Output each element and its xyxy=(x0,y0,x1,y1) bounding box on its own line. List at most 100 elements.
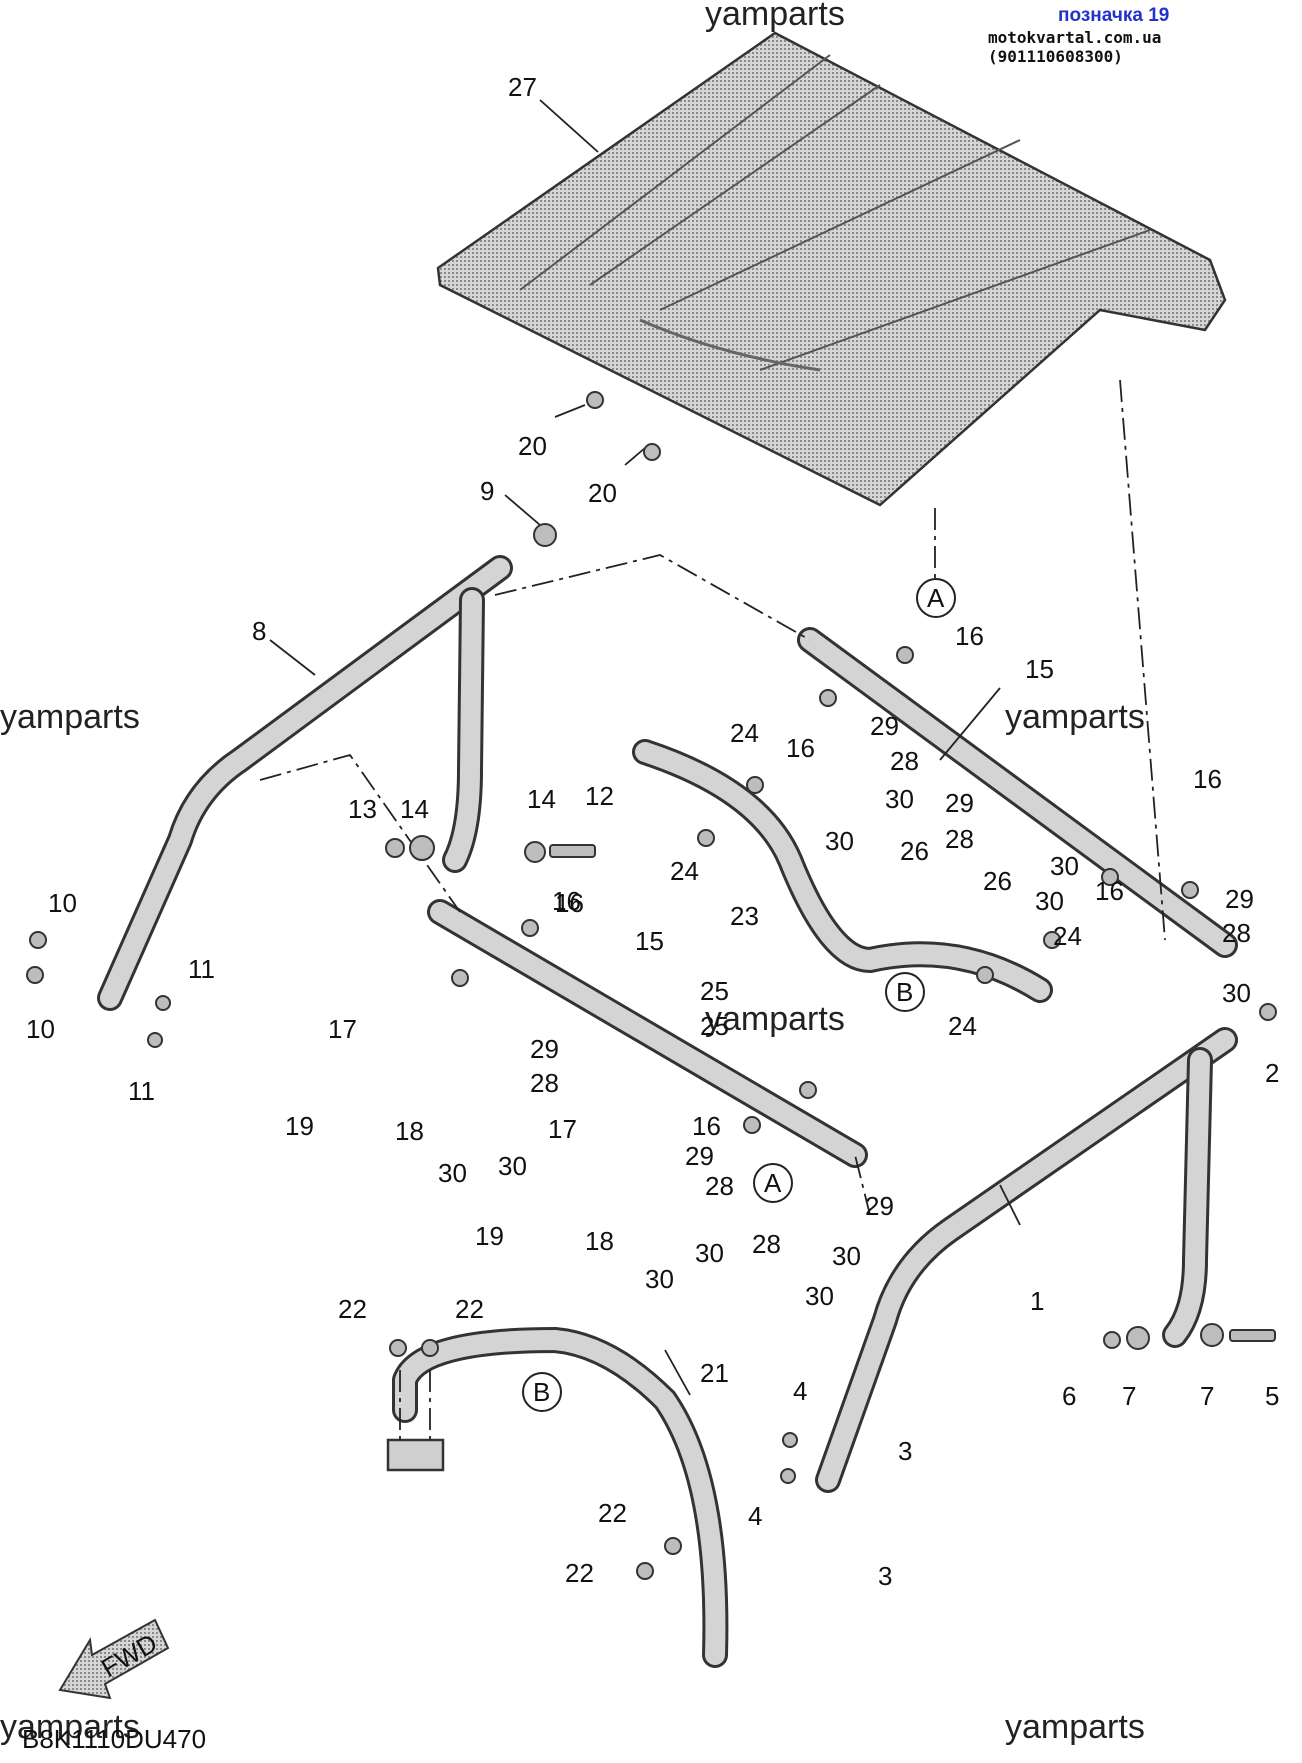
callout-number: 13 xyxy=(348,794,377,824)
drawing-code: B8K1110DU470 xyxy=(22,1724,206,1754)
callout-number: 3 xyxy=(878,1561,892,1591)
callout-number: 24 xyxy=(948,1011,977,1041)
callout-number: 17 xyxy=(548,1114,577,1144)
callout-number: 10 xyxy=(48,888,77,918)
callout-number: 28 xyxy=(890,746,919,776)
callout-number: 4 xyxy=(793,1376,807,1406)
cap-part-9 xyxy=(533,523,557,547)
callout-number: 30 xyxy=(498,1151,527,1181)
callout-number: 16 xyxy=(786,733,815,763)
callout-number: 20 xyxy=(588,478,617,508)
callout-number: 10 xyxy=(26,1014,55,1044)
callout-number: 22 xyxy=(598,1498,627,1528)
callout-number: 4 xyxy=(748,1501,762,1531)
reference-badge: A xyxy=(764,1168,782,1198)
callout-number: 7 xyxy=(1200,1381,1214,1411)
callout-number: 28 xyxy=(945,824,974,854)
callout-number: 16 xyxy=(955,621,984,651)
callout-number: 23 xyxy=(730,901,759,931)
watermark: yamparts xyxy=(705,0,845,33)
callout-number: 22 xyxy=(338,1294,367,1324)
fwd-arrow: FWD xyxy=(58,1618,170,1700)
upper-cross-tube xyxy=(797,627,1238,958)
callout-number: 22 xyxy=(455,1294,484,1324)
watermark: yamparts xyxy=(1005,698,1145,736)
callout-number: 22 xyxy=(565,1558,594,1588)
callout-number: 30 xyxy=(645,1264,674,1294)
callout-number: 30 xyxy=(805,1281,834,1311)
watermark: yamparts xyxy=(1005,1708,1145,1746)
callout-number: 3 xyxy=(898,1436,912,1466)
rear-roll-bar xyxy=(815,1027,1238,1493)
callout-number: 24 xyxy=(730,718,759,748)
callout-number: 28 xyxy=(752,1229,781,1259)
callout-number: 30 xyxy=(885,784,914,814)
watermark: yamparts xyxy=(0,698,140,736)
callout-number: 16 xyxy=(552,886,581,916)
watermarks: yamparts yamparts yamparts yamparts yamp… xyxy=(0,0,1145,1746)
callout-number: 5 xyxy=(1265,1381,1279,1411)
callout-number: 29 xyxy=(870,711,899,741)
callout-number: 15 xyxy=(1025,654,1054,684)
callout-number: 6 xyxy=(1062,1381,1076,1411)
diagram-label: позначка 19 xyxy=(1058,5,1170,26)
fasteners xyxy=(26,391,1277,1580)
callout-number: 29 xyxy=(685,1141,714,1171)
callout-number: 25 xyxy=(700,976,729,1006)
callout-number: 29 xyxy=(865,1191,894,1221)
callout-number: 19 xyxy=(285,1111,314,1141)
callout-number: 26 xyxy=(900,836,929,866)
front-roll-bar xyxy=(97,555,513,1011)
reference-badge: A xyxy=(927,583,945,613)
callout-number: 9 xyxy=(480,476,494,506)
callout-number: 17 xyxy=(328,1014,357,1044)
callout-number: 29 xyxy=(530,1034,559,1064)
roof-panel xyxy=(436,31,1227,507)
callout-number: 28 xyxy=(1222,918,1251,948)
callout-number: 12 xyxy=(585,781,614,811)
lower-cross-tube xyxy=(427,899,868,1168)
callout-number: 24 xyxy=(1053,921,1082,951)
callout-number: 21 xyxy=(700,1358,729,1388)
reference-badges: A A B B xyxy=(522,578,956,1412)
callout-number: 11 xyxy=(188,954,215,984)
watermark: yamparts xyxy=(0,1708,140,1746)
callout-number: 18 xyxy=(585,1226,614,1256)
callout-number: 30 xyxy=(832,1241,861,1271)
callout-number: 16 xyxy=(1193,764,1222,794)
callout-number: 16 xyxy=(555,888,584,918)
source-site: motokvartal.com.ua (901110608300) xyxy=(988,28,1162,66)
callout-number: 7 xyxy=(1122,1381,1136,1411)
callout-number: 19 xyxy=(475,1221,504,1251)
callout-number: 16 xyxy=(1095,876,1124,906)
callout-number: 29 xyxy=(945,788,974,818)
rear-brace xyxy=(386,1327,729,1668)
callout-number: 26 xyxy=(983,866,1012,896)
reference-badge: B xyxy=(533,1377,550,1407)
callout-number: 8 xyxy=(252,616,266,646)
callout-number: 11 xyxy=(128,1076,155,1106)
callout-number: 1 xyxy=(1030,1286,1044,1316)
callout-number: 27 xyxy=(508,72,537,102)
callout-number: 14 xyxy=(527,784,556,814)
callout-number: 30 xyxy=(1035,886,1064,916)
callout-number: 2 xyxy=(1265,1058,1279,1088)
callout-number: 30 xyxy=(1050,851,1079,881)
callout-number: 28 xyxy=(530,1068,559,1098)
callout-numbers: 27 20 20 9 8 16 15 16 29 28 30 30 24 24 … xyxy=(26,72,1279,1591)
callout-number: 18 xyxy=(395,1116,424,1146)
callout-number: 24 xyxy=(670,856,699,886)
callout-number: 14 xyxy=(400,794,429,824)
callout-number: 25 xyxy=(700,1011,729,1041)
watermark: yamparts xyxy=(705,1000,845,1038)
callout-number: 30 xyxy=(695,1238,724,1268)
callout-number: 30 xyxy=(825,826,854,856)
callout-number: 30 xyxy=(438,1158,467,1188)
callout-number: 29 xyxy=(1225,884,1254,914)
callout-number: 16 xyxy=(692,1111,721,1141)
callout-number: 30 xyxy=(1222,978,1251,1008)
callout-number: 28 xyxy=(705,1171,734,1201)
reference-badge: B xyxy=(896,977,913,1007)
callout-number: 15 xyxy=(635,926,664,956)
